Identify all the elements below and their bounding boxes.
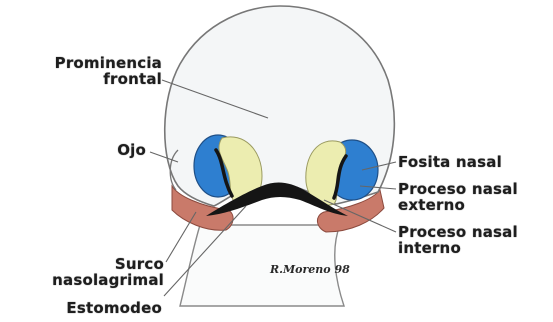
label-fosita-nasal: Fosita nasal: [398, 154, 502, 170]
label-proceso-externo-line2: externo: [398, 197, 518, 213]
label-proceso-externo-line1: Proceso nasal: [398, 181, 518, 197]
label-proceso-interno-line1: Proceso nasal: [398, 224, 518, 240]
label-prominencia-line1: Prominencia: [6, 55, 162, 71]
label-prominencia-frontal: Prominencia frontal: [6, 55, 162, 87]
label-proceso-interno-line2: interno: [398, 240, 518, 256]
artist-signature: R.Moreno 98: [270, 263, 350, 276]
label-prominencia-line2: frontal: [6, 71, 162, 87]
label-proceso-nasal-externo: Proceso nasal externo: [398, 181, 518, 213]
label-surco-line2: nasolagrimal: [2, 272, 164, 288]
label-ojo: Ojo: [90, 142, 146, 158]
label-surco-line1: Surco: [2, 256, 164, 272]
label-estomodeo: Estomodeo: [40, 300, 162, 316]
label-proceso-nasal-interno: Proceso nasal interno: [398, 224, 518, 256]
label-surco-nasolagrimal: Surco nasolagrimal: [2, 256, 164, 288]
